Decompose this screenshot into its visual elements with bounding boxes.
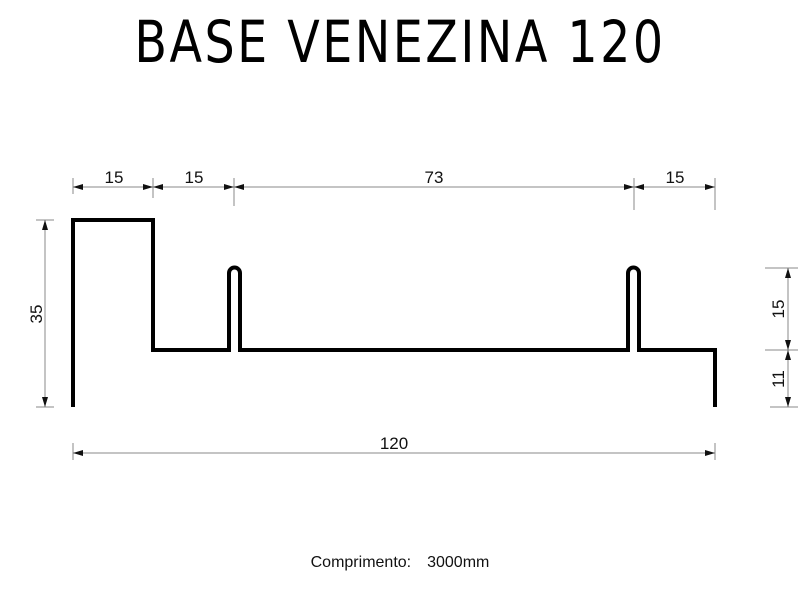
dim-top-2: 15 — [185, 168, 204, 187]
dim-top-3: 73 — [425, 168, 444, 187]
top-dimensions — [72, 178, 716, 210]
dim-top-4: 15 — [666, 168, 685, 187]
length-note: Comprimento: 3000mm — [0, 554, 800, 572]
bottom-dimension — [72, 443, 716, 460]
right-dimensions — [765, 267, 798, 408]
dim-top-1: 15 — [105, 168, 124, 187]
dim-left-height: 35 — [27, 305, 46, 324]
drawing-title: BASE VENEZINA 120 — [134, 8, 666, 76]
length-label: Comprimento: — [310, 554, 412, 571]
dim-bottom-width: 120 — [380, 434, 408, 453]
profile-outline — [71, 218, 717, 407]
length-value: 3000mm — [427, 554, 490, 571]
left-dimension — [36, 219, 54, 408]
dim-right-base-height: 11 — [769, 370, 788, 388]
dim-right-fin-height: 15 — [769, 300, 788, 319]
